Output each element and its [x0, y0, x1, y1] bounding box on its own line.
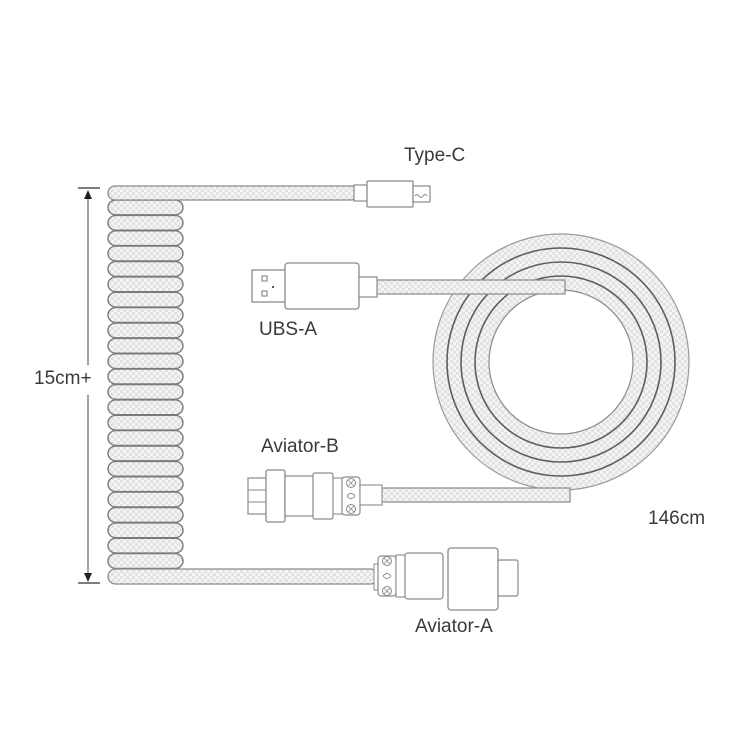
- coil-loop: [107, 552, 184, 570]
- coil-loop: [107, 199, 184, 216]
- aviator-a-cable: [107, 568, 379, 585]
- coil-loop: [107, 414, 184, 431]
- coil-loop: [107, 383, 184, 401]
- type-c-label: Type-C: [404, 145, 466, 166]
- coil-loop: [107, 245, 184, 262]
- aviator-b-label: Aviator-B: [261, 436, 339, 457]
- coil-loop: [107, 260, 184, 278]
- coil-loop: [107, 506, 184, 524]
- coil-loop: [107, 230, 184, 247]
- coil-loop: [107, 276, 184, 293]
- coil-loop: [107, 537, 184, 554]
- coil-loop: [107, 429, 184, 447]
- coiled-main-cable: [432, 233, 690, 491]
- usb-a-cable: [374, 279, 566, 295]
- coil-loop: [107, 291, 184, 308]
- aviator-a-label: Aviator-A: [415, 616, 493, 637]
- aviator-a-connector: [373, 547, 519, 611]
- coil-length-dimension: [78, 187, 100, 584]
- coil-loop: [107, 337, 184, 354]
- coil-loop: [107, 522, 184, 539]
- coil-length-label: 15cm+: [34, 368, 92, 389]
- coil-loop: [107, 353, 184, 370]
- usb-a-connector: [251, 262, 378, 310]
- coiled-cable-section: [107, 199, 184, 570]
- aviator-b-connector: [247, 469, 383, 523]
- coil-loop: [107, 306, 184, 324]
- coil-loop: [107, 491, 184, 508]
- cable-length-label: 146cm: [648, 508, 706, 529]
- coil-loop: [107, 460, 184, 477]
- type-c-cable: [107, 185, 359, 201]
- usb-a-label: UBS-A: [259, 319, 318, 340]
- aviator-b-cable: [379, 487, 571, 503]
- coil-loop: [107, 214, 184, 231]
- type-c-connector: [353, 180, 431, 208]
- coil-loop: [107, 322, 184, 339]
- coil-loop: [107, 399, 184, 416]
- coil-loop: [107, 445, 184, 462]
- coil-loop: [107, 368, 184, 385]
- coil-loop: [107, 476, 184, 493]
